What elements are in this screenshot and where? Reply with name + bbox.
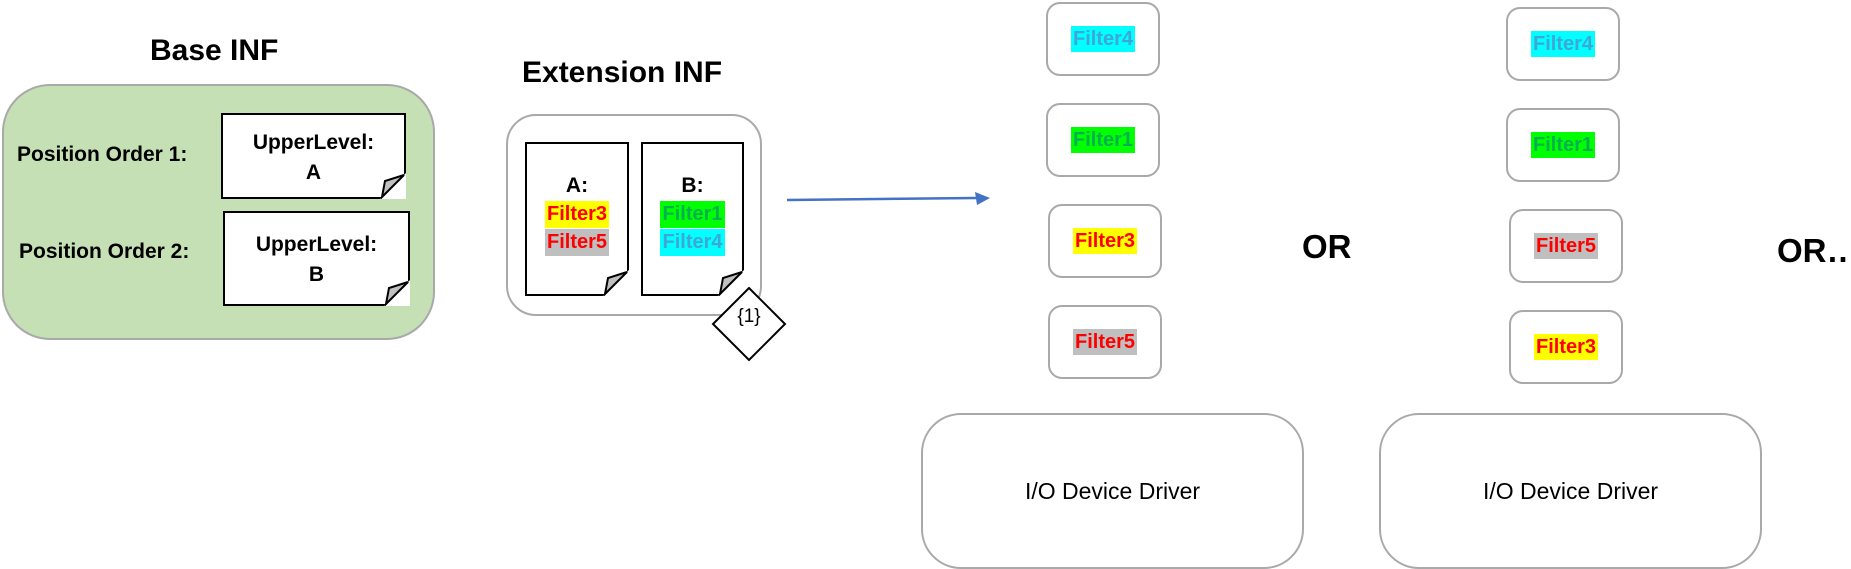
stack1-filter3: Filter3 <box>1072 228 1138 254</box>
extension-doc-a: A: Filter3 Filter5 <box>525 142 629 296</box>
doc-a-filter3: Filter3 <box>544 201 610 228</box>
base-inf-title: Base INF <box>150 34 279 67</box>
arrow-right-icon <box>786 192 990 205</box>
stack1-filter5: Filter5 <box>1072 329 1138 355</box>
stack2-filter5: Filter5 <box>1533 233 1599 259</box>
page-fold-icon <box>718 270 744 296</box>
or-ellipsis-label: OR… <box>1777 232 1851 269</box>
upper-level-a-line2: A <box>305 161 322 184</box>
doc-b-label: B: <box>681 174 704 197</box>
extension-inf-title: Extension INF <box>522 56 723 89</box>
page-fold-icon <box>603 270 629 296</box>
diamond-label: {1} <box>737 306 761 327</box>
or-label: OR <box>1302 228 1352 265</box>
stack1-filter-box: Filter5 <box>1048 305 1162 379</box>
page-fold-icon <box>380 173 406 199</box>
stack2-filter3: Filter3 <box>1533 334 1599 360</box>
stack1-filter-box: Filter3 <box>1048 204 1162 278</box>
extension-doc-b: B: Filter1 Filter4 <box>641 142 744 296</box>
upper-level-a-line1: UpperLevel: <box>252 131 375 154</box>
stack1-filter-box: Filter4 <box>1046 2 1160 76</box>
stack2-io-device-driver: I/O Device Driver <box>1379 413 1762 569</box>
upper-level-b-line1: UpperLevel: <box>255 233 378 256</box>
stack1-filter4: Filter4 <box>1070 26 1136 52</box>
stack2-filter-box: Filter4 <box>1506 7 1620 81</box>
doc-a-filter5: Filter5 <box>544 229 610 256</box>
position-order-1-label: Position Order 1: <box>17 143 188 166</box>
upper-level-b-document: UpperLevel: B <box>223 211 410 306</box>
position-order-2-label: Position Order 2: <box>19 240 190 263</box>
stack1-filter-box: Filter1 <box>1046 103 1160 177</box>
stack1-io-device-driver: I/O Device Driver <box>921 413 1304 569</box>
stack2-filter-box: Filter5 <box>1509 209 1623 283</box>
stack2-filter4: Filter4 <box>1530 31 1596 57</box>
stack2-filter1: Filter1 <box>1530 132 1596 158</box>
stack2-filter-box: Filter1 <box>1506 108 1620 182</box>
diamond-shape <box>711 286 787 362</box>
upper-level-b-line2: B <box>308 263 325 286</box>
doc-a-label: A: <box>565 174 589 197</box>
page-fold-icon <box>384 280 410 306</box>
doc-b-filter4: Filter4 <box>660 229 725 256</box>
stack1-filter1: Filter1 <box>1070 127 1136 153</box>
upper-level-a-document: UpperLevel: A <box>221 113 406 199</box>
doc-b-filter1: Filter1 <box>660 201 725 228</box>
stack2-filter-box: Filter3 <box>1509 310 1623 384</box>
